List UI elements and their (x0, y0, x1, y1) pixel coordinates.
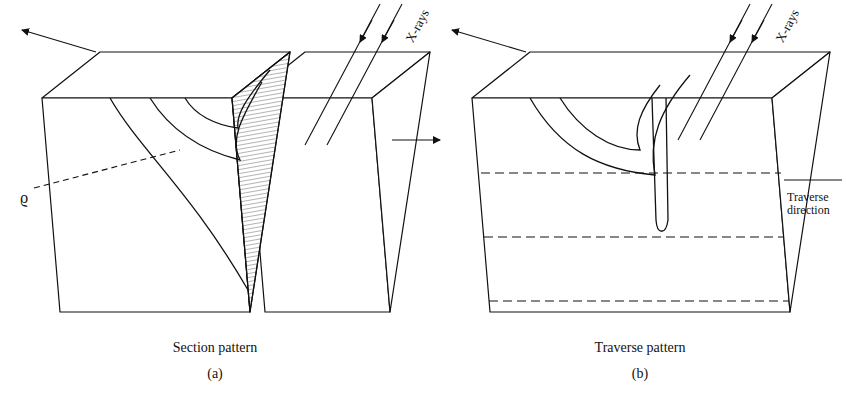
traverse-line (484, 236, 784, 237)
separation-arrow (22, 30, 96, 52)
contour (185, 70, 270, 128)
separation-arrow (392, 139, 440, 140)
xray-beam (700, 4, 772, 140)
crystal-top (472, 52, 830, 98)
xray-arrow (752, 20, 764, 42)
panel-letter: (b) (632, 366, 648, 381)
rho-axis (34, 150, 180, 188)
xray-arrow (382, 20, 394, 42)
separation-arrow (452, 30, 526, 52)
traverse-line (481, 172, 781, 173)
crystal-end (772, 52, 830, 312)
contour (560, 85, 660, 150)
traverse-trace (652, 98, 668, 231)
section-face (232, 52, 290, 312)
xray-beam (678, 4, 750, 140)
xray-arrow (730, 20, 742, 42)
traverse-line (489, 300, 789, 301)
panel-caption: Section pattern (173, 340, 257, 355)
beam-label: X-rays (403, 7, 432, 45)
xray-beam (305, 4, 380, 145)
beam-label: X-rays (773, 7, 802, 45)
right-piece-end (372, 52, 430, 312)
contour (110, 98, 248, 290)
traverse-leader (784, 179, 842, 180)
xray-beam (327, 4, 402, 145)
panel-caption: Traverse pattern (595, 340, 686, 355)
left-piece-front (42, 98, 250, 312)
section-shading (232, 52, 290, 312)
panel-letter: (a) (207, 366, 223, 381)
direction-label: Traverse direction (787, 191, 843, 217)
crystal-front (472, 98, 790, 312)
contour (150, 82, 262, 160)
xray-arrow (360, 20, 372, 42)
axis-symbol: ϱ (20, 189, 28, 207)
